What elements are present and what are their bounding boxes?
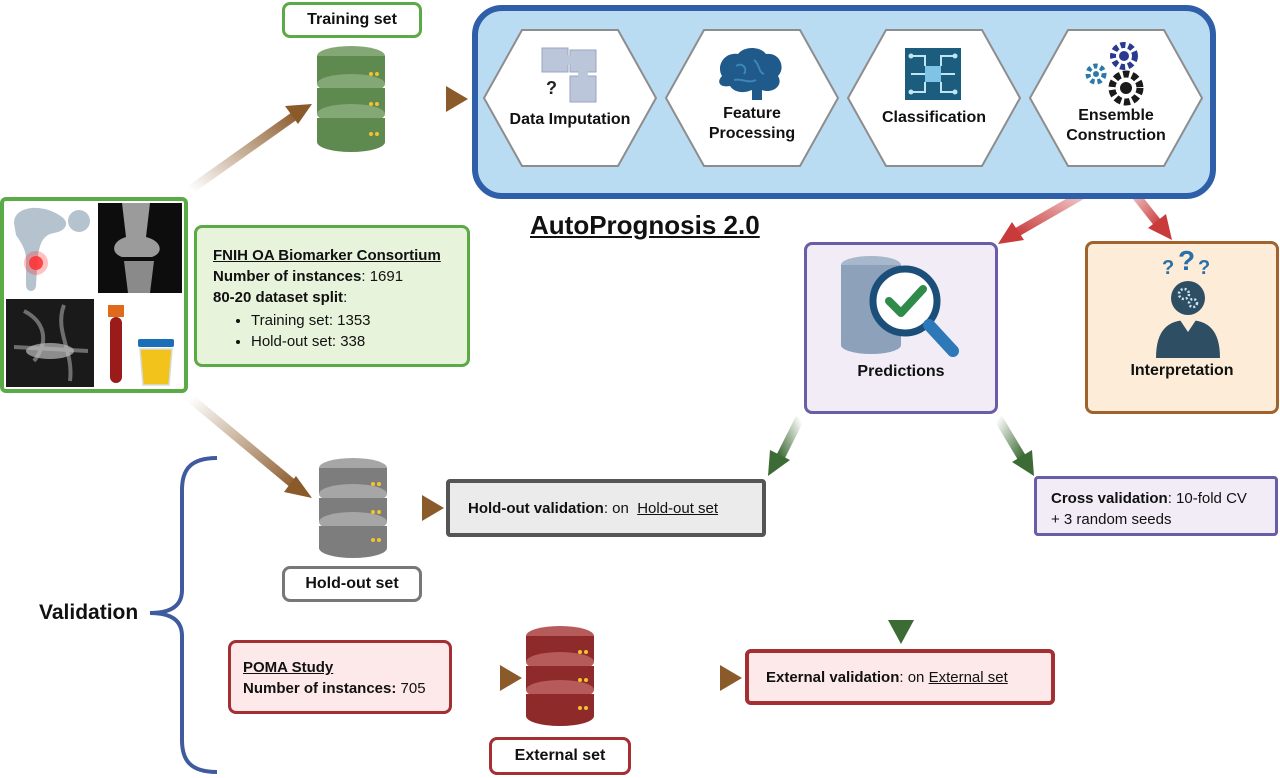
step-label-classification: Classification [848,108,1020,128]
step-label-line: Feature [723,105,781,122]
fnih-instances: Number of instances: 1691 [213,266,467,287]
arrow-predictions-to-external [888,418,914,644]
poma-title: POMA Study [243,659,334,676]
step-label-line: Construction [1066,127,1166,144]
list-item: Hold-out set: 338 [251,331,467,352]
urine-cup-icon [138,339,174,386]
svg-text:?: ? [1178,248,1195,276]
poma-instances-label: Number of instances: [243,680,397,697]
fnih-split-list: Training set: 1353 Hold-out set: 338 [213,310,467,352]
puzzle-icon: ? [540,46,602,111]
holdout-validation-box: Hold-out validation: on Hold-out set [446,479,766,537]
brain-icon [714,46,786,107]
blood-tube-icon [108,305,124,383]
external-validation-box: External validation: on External set [745,649,1055,705]
predictions-box: Predictions [804,242,998,414]
xray-image [98,203,182,293]
knee-illustration [14,207,90,291]
training-set-label-box: Training set [282,2,422,38]
mri-image [6,299,94,387]
arrow-to-holdout-set [187,394,312,498]
step-label-feature-processing: Feature Processing [666,104,838,144]
external-set-label: External set [514,747,606,764]
validation-bracket [149,456,218,774]
data-sources-panel [0,197,188,393]
fnih-split-colon: : [343,289,348,306]
arrow-to-training-set [187,104,312,194]
fnih-split: 80-20 dataset split: [213,287,467,308]
arrow-predictions-to-cross [994,415,1034,476]
cross-validation-label: Cross validation [1051,490,1168,507]
list-item: Training set: 1353 [251,310,467,331]
interpretation-label: Interpretation [1130,362,1234,379]
poma-instances-value: 705 [396,680,426,697]
step-label-line: Ensemble [1078,107,1154,124]
person-thinking-icon: ? ? ? [1156,248,1220,358]
svg-text:?: ? [1162,257,1174,279]
fnih-instances-label: Number of instances [213,268,362,285]
arrow-predictions-to-holdout [768,415,805,476]
data-sources-images [6,203,182,387]
holdout-set-label: Hold-out set [305,575,399,592]
holdout-validation-label: Hold-out validation [468,499,604,517]
step-label-line: Classification [881,109,987,126]
poma-instances: Number of instances: 705 [243,678,449,699]
step-label-ensemble-construction: Ensemble Construction [1030,106,1202,146]
arrow-to-autoprognosis [392,86,468,112]
fnih-split-label: 80-20 dataset split [213,289,344,306]
database-check-icon [841,256,959,357]
training-set-database-icon [315,44,387,159]
fnih-info-box: FNIH OA Biomarker Consortium Number of i… [194,225,470,367]
fnih-title: FNIH OA Biomarker Consortium [213,247,441,264]
validation-label: Validation [39,601,139,624]
training-set-label: Training set [307,11,397,28]
step-label-line: Processing [708,125,796,142]
cross-validation-line2: + 3 random seeds [1051,511,1172,528]
svg-text:?: ? [1198,257,1210,279]
arrow-poma-to-external-set [460,665,522,691]
external-validation-on: : on [899,668,929,686]
interpretation-box: ? ? ? Interpretation [1085,241,1279,414]
external-set-label-box: External set [489,737,631,775]
autoprognosis-title: AutoPrognosis 2.0 [530,210,760,240]
holdout-set-label-box: Hold-out set [282,566,422,602]
holdout-set-database-icon [317,456,389,565]
poma-info-box: POMA Study Number of instances: 705 [228,640,452,714]
holdout-validation-on: : on [603,499,634,517]
external-set-database-icon [524,624,596,735]
cross-validation-box: Cross validation: 10-fold CV + 3 random … [1034,476,1278,536]
arrow-to-holdout-validation [390,495,444,521]
step-label-line: Data Imputation [509,111,631,128]
circuit-icon [903,46,963,107]
external-validation-label: External validation [766,668,900,686]
holdout-validation-target: Hold-out set [637,499,719,517]
cross-validation-detail: : 10-fold CV [1167,490,1247,507]
gears-icon [1084,42,1150,113]
fnih-instances-value: : 1691 [361,268,404,285]
predictions-label: Predictions [857,363,945,380]
external-validation-target: External set [928,668,1008,686]
arrow-to-external-validation [600,665,742,691]
cross-validation-line1: Cross validation: 10-fold CV [1051,488,1275,509]
svg-text:?: ? [546,78,557,98]
step-label-data-imputation: Data Imputation [484,110,656,130]
